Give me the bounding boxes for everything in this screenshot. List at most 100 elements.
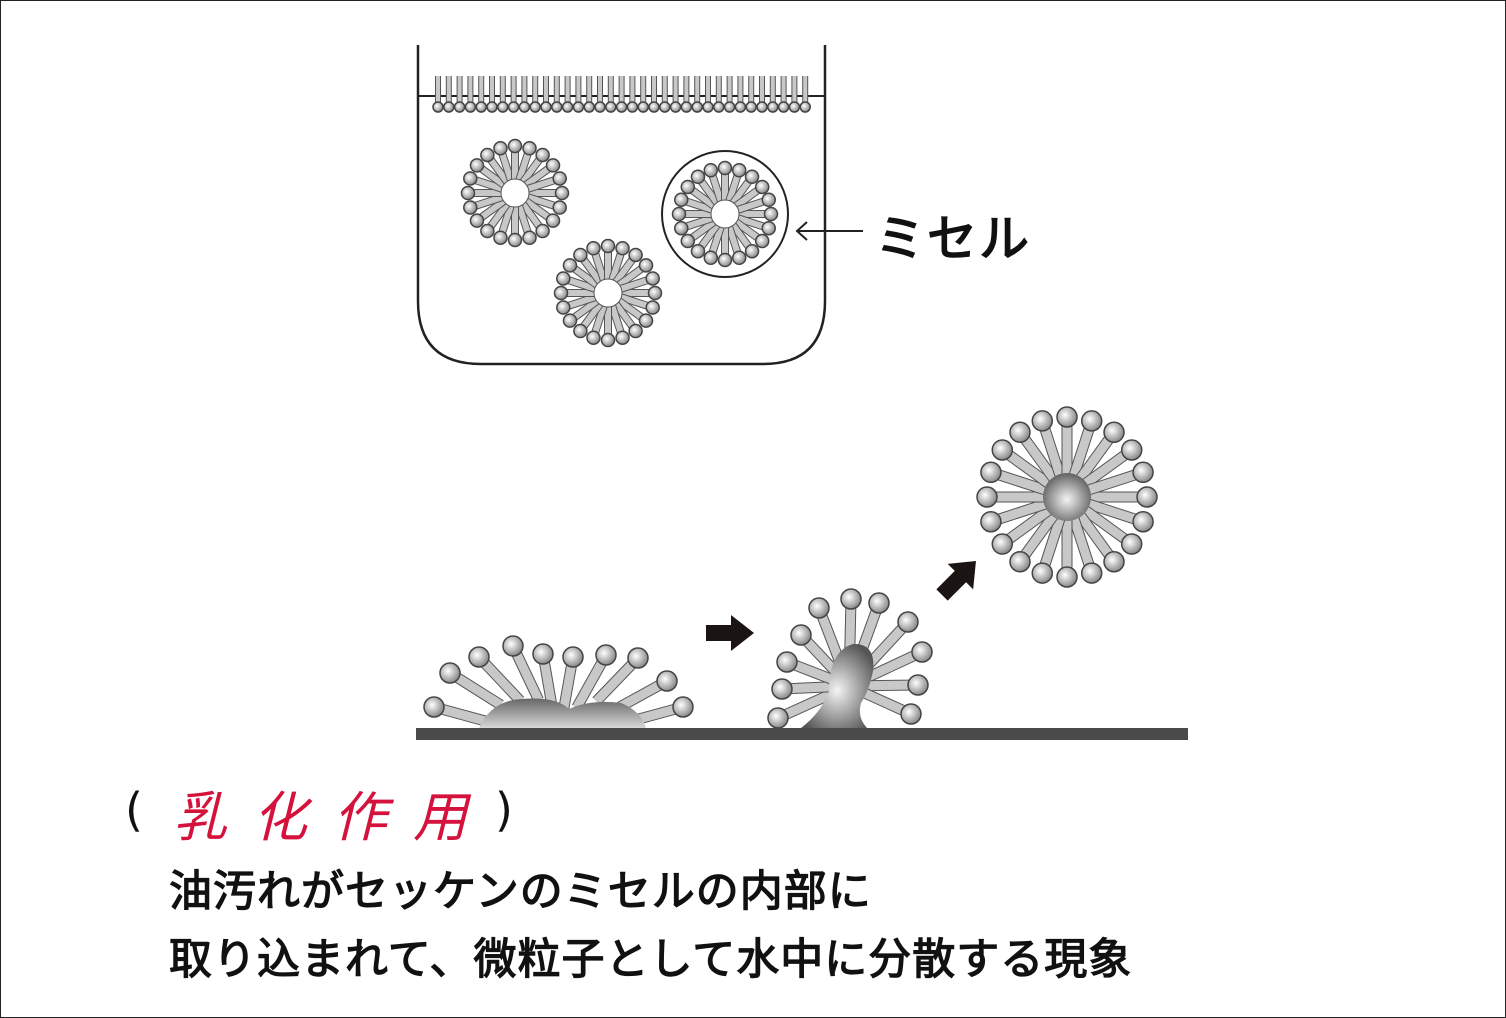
soap-molecule: [1082, 461, 1154, 497]
molecule-head: [648, 101, 660, 113]
molecule-head: [976, 486, 998, 508]
molecule-head: [744, 169, 760, 185]
molecule-head: [799, 101, 811, 113]
molecule-head: [493, 141, 508, 156]
molecule-head: [744, 243, 760, 259]
molecule-head: [777, 101, 790, 113]
soap-molecule: [460, 185, 501, 201]
soap-molecule: [717, 160, 733, 200]
soap-molecule: [723, 76, 736, 113]
molecule-head: [535, 223, 550, 239]
soap-molecule: [737, 214, 776, 236]
soap-molecule: [468, 646, 525, 705]
molecule-head: [480, 147, 495, 163]
molecule-head: [486, 101, 498, 113]
soap-molecule: [860, 687, 922, 725]
soap-molecule: [605, 76, 617, 113]
molecule-head: [594, 101, 606, 113]
molecule-head: [672, 696, 694, 718]
soap-molecule: [756, 76, 768, 113]
soap-molecule: [423, 696, 494, 729]
molecule-head: [497, 101, 509, 113]
soap-molecule: [729, 169, 760, 206]
molecule-head: [626, 101, 639, 113]
soap-molecule: [519, 147, 550, 185]
soap-molecule: [518, 76, 531, 113]
molecule-head: [1103, 550, 1125, 573]
molecule-head: [423, 696, 445, 718]
molecule-head: [1132, 510, 1154, 533]
molecule-head: [432, 101, 444, 113]
soap-molecule: [980, 497, 1052, 533]
molecule-head: [1120, 439, 1143, 461]
soap-molecule: [586, 241, 608, 281]
molecule-head: [562, 646, 584, 668]
molecule-head: [638, 258, 654, 273]
soap-molecule: [737, 192, 776, 214]
molecule-head: [647, 285, 663, 301]
soap-molecule: [626, 76, 639, 113]
molecule-head: [761, 220, 776, 236]
soap-molecule: [703, 226, 725, 265]
soap-molecule: [991, 503, 1056, 555]
soap-molecule: [600, 307, 616, 348]
molecule-head: [671, 206, 687, 222]
molecule-head: [463, 171, 478, 186]
soap-molecule: [463, 171, 503, 193]
soap-molecule: [1073, 421, 1125, 486]
soap-molecule: [469, 197, 507, 228]
soap-molecule: [486, 76, 498, 113]
soap-molecule: [600, 238, 616, 279]
soap-molecule: [690, 169, 721, 206]
molecule-head: [991, 533, 1014, 555]
molecule-head: [1009, 421, 1031, 444]
molecule-head: [1136, 486, 1158, 508]
oil-stain: [479, 698, 646, 728]
molecule-head: [600, 332, 616, 348]
molecule-head: [754, 233, 770, 249]
molecule-head: [776, 651, 798, 673]
soap-molecule: [464, 76, 477, 113]
molecule-head: [600, 238, 616, 254]
soap-molecule: [1031, 410, 1067, 482]
molecule-head: [545, 213, 561, 228]
molecule-head: [628, 323, 643, 339]
molecule-head: [980, 510, 1002, 533]
molecule-head: [615, 330, 630, 345]
molecule-head: [645, 300, 660, 315]
molecule-head: [788, 101, 801, 113]
molecule-head: [628, 247, 643, 263]
molecule-head: [656, 670, 678, 692]
soap-molecule: [463, 193, 503, 215]
soap-molecule: [612, 301, 643, 339]
molecule-head: [551, 101, 563, 113]
soap-molecule: [573, 301, 604, 339]
molecule-head: [552, 171, 567, 186]
description-line-1: 油汚れがセッケンのミセルの内部に: [169, 867, 872, 917]
molecule-head: [480, 223, 495, 239]
molecule-head: [605, 101, 617, 113]
molecule-head: [754, 179, 770, 195]
soap-molecule: [523, 197, 561, 228]
soap-molecule: [702, 76, 714, 113]
molecule-head: [868, 592, 890, 614]
soap-molecule: [680, 218, 717, 249]
soap-molecule: [991, 439, 1056, 491]
molecule-head: [562, 313, 578, 328]
soap-molecule: [648, 76, 660, 113]
molecule-head: [615, 241, 630, 256]
molecule-head: [713, 101, 725, 113]
soap-molecule: [771, 678, 835, 700]
soap-molecule: [733, 179, 770, 210]
soap-molecule: [1009, 421, 1061, 486]
molecule-head: [767, 707, 789, 729]
soap-molecule: [439, 662, 504, 710]
soap-molecule: [497, 76, 509, 113]
molecule-head: [991, 439, 1014, 461]
soap-molecule: [515, 205, 537, 245]
molecule-head: [562, 258, 578, 273]
molecule-head: [535, 147, 550, 163]
soap-molecule: [572, 76, 585, 113]
soap-molecule: [432, 76, 444, 113]
molecule-head: [522, 141, 537, 156]
